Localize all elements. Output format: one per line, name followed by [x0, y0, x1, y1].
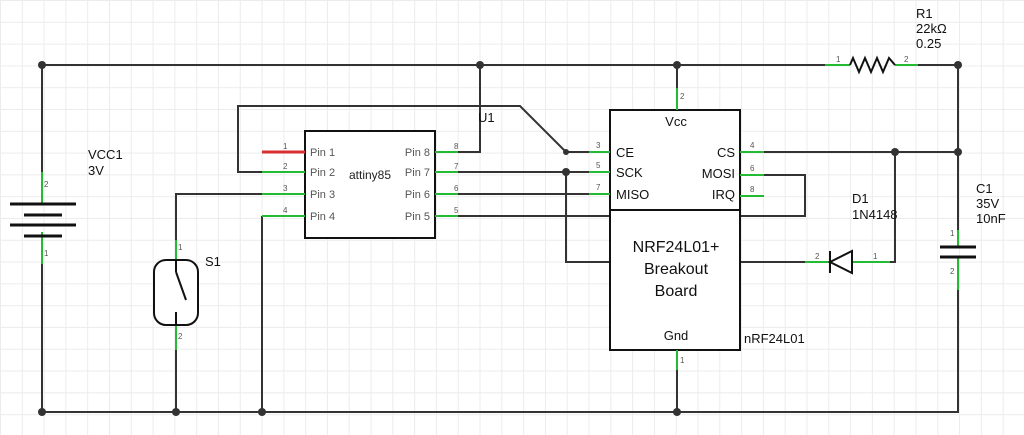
switch-pin-number: 1 — [178, 243, 183, 252]
diode-d1[interactable]: 2 1 D1 1N4148 — [805, 191, 898, 275]
pin-label: Pin 6 — [405, 189, 430, 201]
pin-label: Pin 2 — [310, 167, 335, 179]
wire-pin2-to-ce — [237, 105, 589, 173]
pin-number: 5 — [596, 161, 601, 170]
attiny85-name: attiny85 — [349, 168, 391, 182]
junction-dot — [891, 148, 899, 156]
c1-voltage: 35V — [976, 196, 999, 211]
pin-number: 2 — [283, 162, 288, 171]
pin-label: MOSI — [702, 166, 735, 181]
pin-label: CS — [717, 145, 735, 160]
diode-pin-number: 2 — [815, 252, 820, 261]
c1-value: 10nF — [976, 211, 1006, 226]
vcc-pin-label: Vcc — [665, 114, 687, 129]
pin-label: Pin 5 — [405, 211, 430, 223]
capacitor-pin-number: 1 — [950, 229, 955, 238]
pin-number: 6 — [454, 184, 459, 193]
diode-pin-number: 1 — [873, 252, 878, 261]
pin-number: 5 — [454, 206, 459, 215]
wires — [41, 64, 959, 413]
pin-label: Pin 4 — [310, 211, 335, 223]
attiny85-body — [304, 130, 436, 239]
u1-ref: U1 — [478, 110, 495, 125]
pin-label: Pin 8 — [405, 147, 430, 159]
junction-dot — [954, 61, 962, 69]
junction-dot — [563, 149, 569, 155]
pin-number: 3 — [596, 141, 601, 150]
switch-s1[interactable]: 1 2 S1 — [153, 240, 221, 350]
pin-number: 1 — [283, 142, 288, 151]
switch-pin-number: 2 — [178, 332, 183, 341]
pin-number: 7 — [596, 183, 601, 192]
battery-vcc1[interactable]: 2 1 VCC1 3V — [10, 147, 123, 264]
battery-pin-number: 1 — [44, 249, 49, 258]
junction-dot — [954, 148, 962, 156]
d1-part: 1N4148 — [852, 207, 898, 222]
nrf-title-line2: Breakout — [644, 261, 709, 278]
pin-label: SCK — [616, 165, 643, 180]
junction-dot — [673, 61, 681, 69]
junction-dot — [172, 408, 180, 416]
wire-bottom-rail — [42, 290, 959, 413]
pin-label: Pin 1 — [310, 147, 335, 159]
pin-number: 1 — [680, 356, 685, 365]
module-nrf24l01[interactable]: 2 1 3 5 7 4 6 8 Vcc Gnd CE SCK MISO CS M… — [589, 88, 805, 370]
pin-number: 8 — [750, 185, 755, 194]
pin-number: 2 — [680, 92, 685, 101]
vcc1-value: 3V — [88, 163, 104, 178]
pin-number: 4 — [283, 206, 288, 215]
nrf-title-line3: Board — [655, 283, 698, 300]
wire-pin3-to-switch — [175, 193, 262, 240]
switch-lever — [175, 271, 187, 301]
r1-value: 22kΩ — [916, 21, 947, 36]
nrf-ref: nRF24L01 — [744, 331, 805, 346]
wire-pin8-to-top — [458, 65, 481, 153]
wire-r1-to-right — [918, 64, 959, 230]
pin-label: Pin 3 — [310, 189, 335, 201]
resistor-pin-number: 2 — [904, 55, 909, 64]
pin-label: IRQ — [712, 187, 735, 202]
d1-ref: D1 — [852, 191, 869, 206]
pin-label: MISO — [616, 187, 649, 202]
junctions — [38, 61, 962, 416]
r1-power: 0.25 — [916, 36, 941, 51]
pin-number: 4 — [750, 141, 755, 150]
junction-dot — [673, 408, 681, 416]
pin-number: 6 — [750, 164, 755, 173]
junction-dot — [476, 61, 484, 69]
resistor-r1[interactable]: 1 2 R1 22kΩ 0.25 — [825, 6, 947, 75]
pin-label: Pin 7 — [405, 167, 430, 179]
diode-triangle — [827, 249, 853, 275]
junction-dot — [38, 408, 46, 416]
nrf-title-line1: NRF24L01+ — [633, 239, 720, 256]
junction-dot — [258, 408, 266, 416]
pin-number: 8 — [454, 142, 459, 151]
s1-ref: S1 — [205, 254, 221, 269]
nrf24l01-body — [609, 109, 741, 351]
junction-dot — [562, 168, 570, 176]
capacitor-c1[interactable]: 1 2 C1 35V 10nF — [940, 181, 1006, 290]
vcc1-ref: VCC1 — [88, 147, 123, 162]
pin-number: 7 — [454, 162, 459, 171]
battery-pin-number: 2 — [44, 180, 49, 189]
capacitor-pin-number: 2 — [950, 267, 955, 276]
pin-number: 3 — [283, 184, 288, 193]
resistor-zigzag — [849, 55, 896, 75]
c1-ref: C1 — [976, 181, 993, 196]
ic-attiny85[interactable]: 1 2 3 4 8 7 6 5 Pin 1 Pin 2 Pin 3 Pin 4 … — [262, 110, 495, 239]
wire-diode-to-cs — [890, 152, 896, 263]
junction-dot — [38, 61, 46, 69]
gnd-pin-label: Gnd — [664, 328, 689, 343]
r1-ref: R1 — [916, 6, 933, 21]
pin-label: CE — [616, 145, 634, 160]
resistor-pin-number: 1 — [836, 55, 841, 64]
